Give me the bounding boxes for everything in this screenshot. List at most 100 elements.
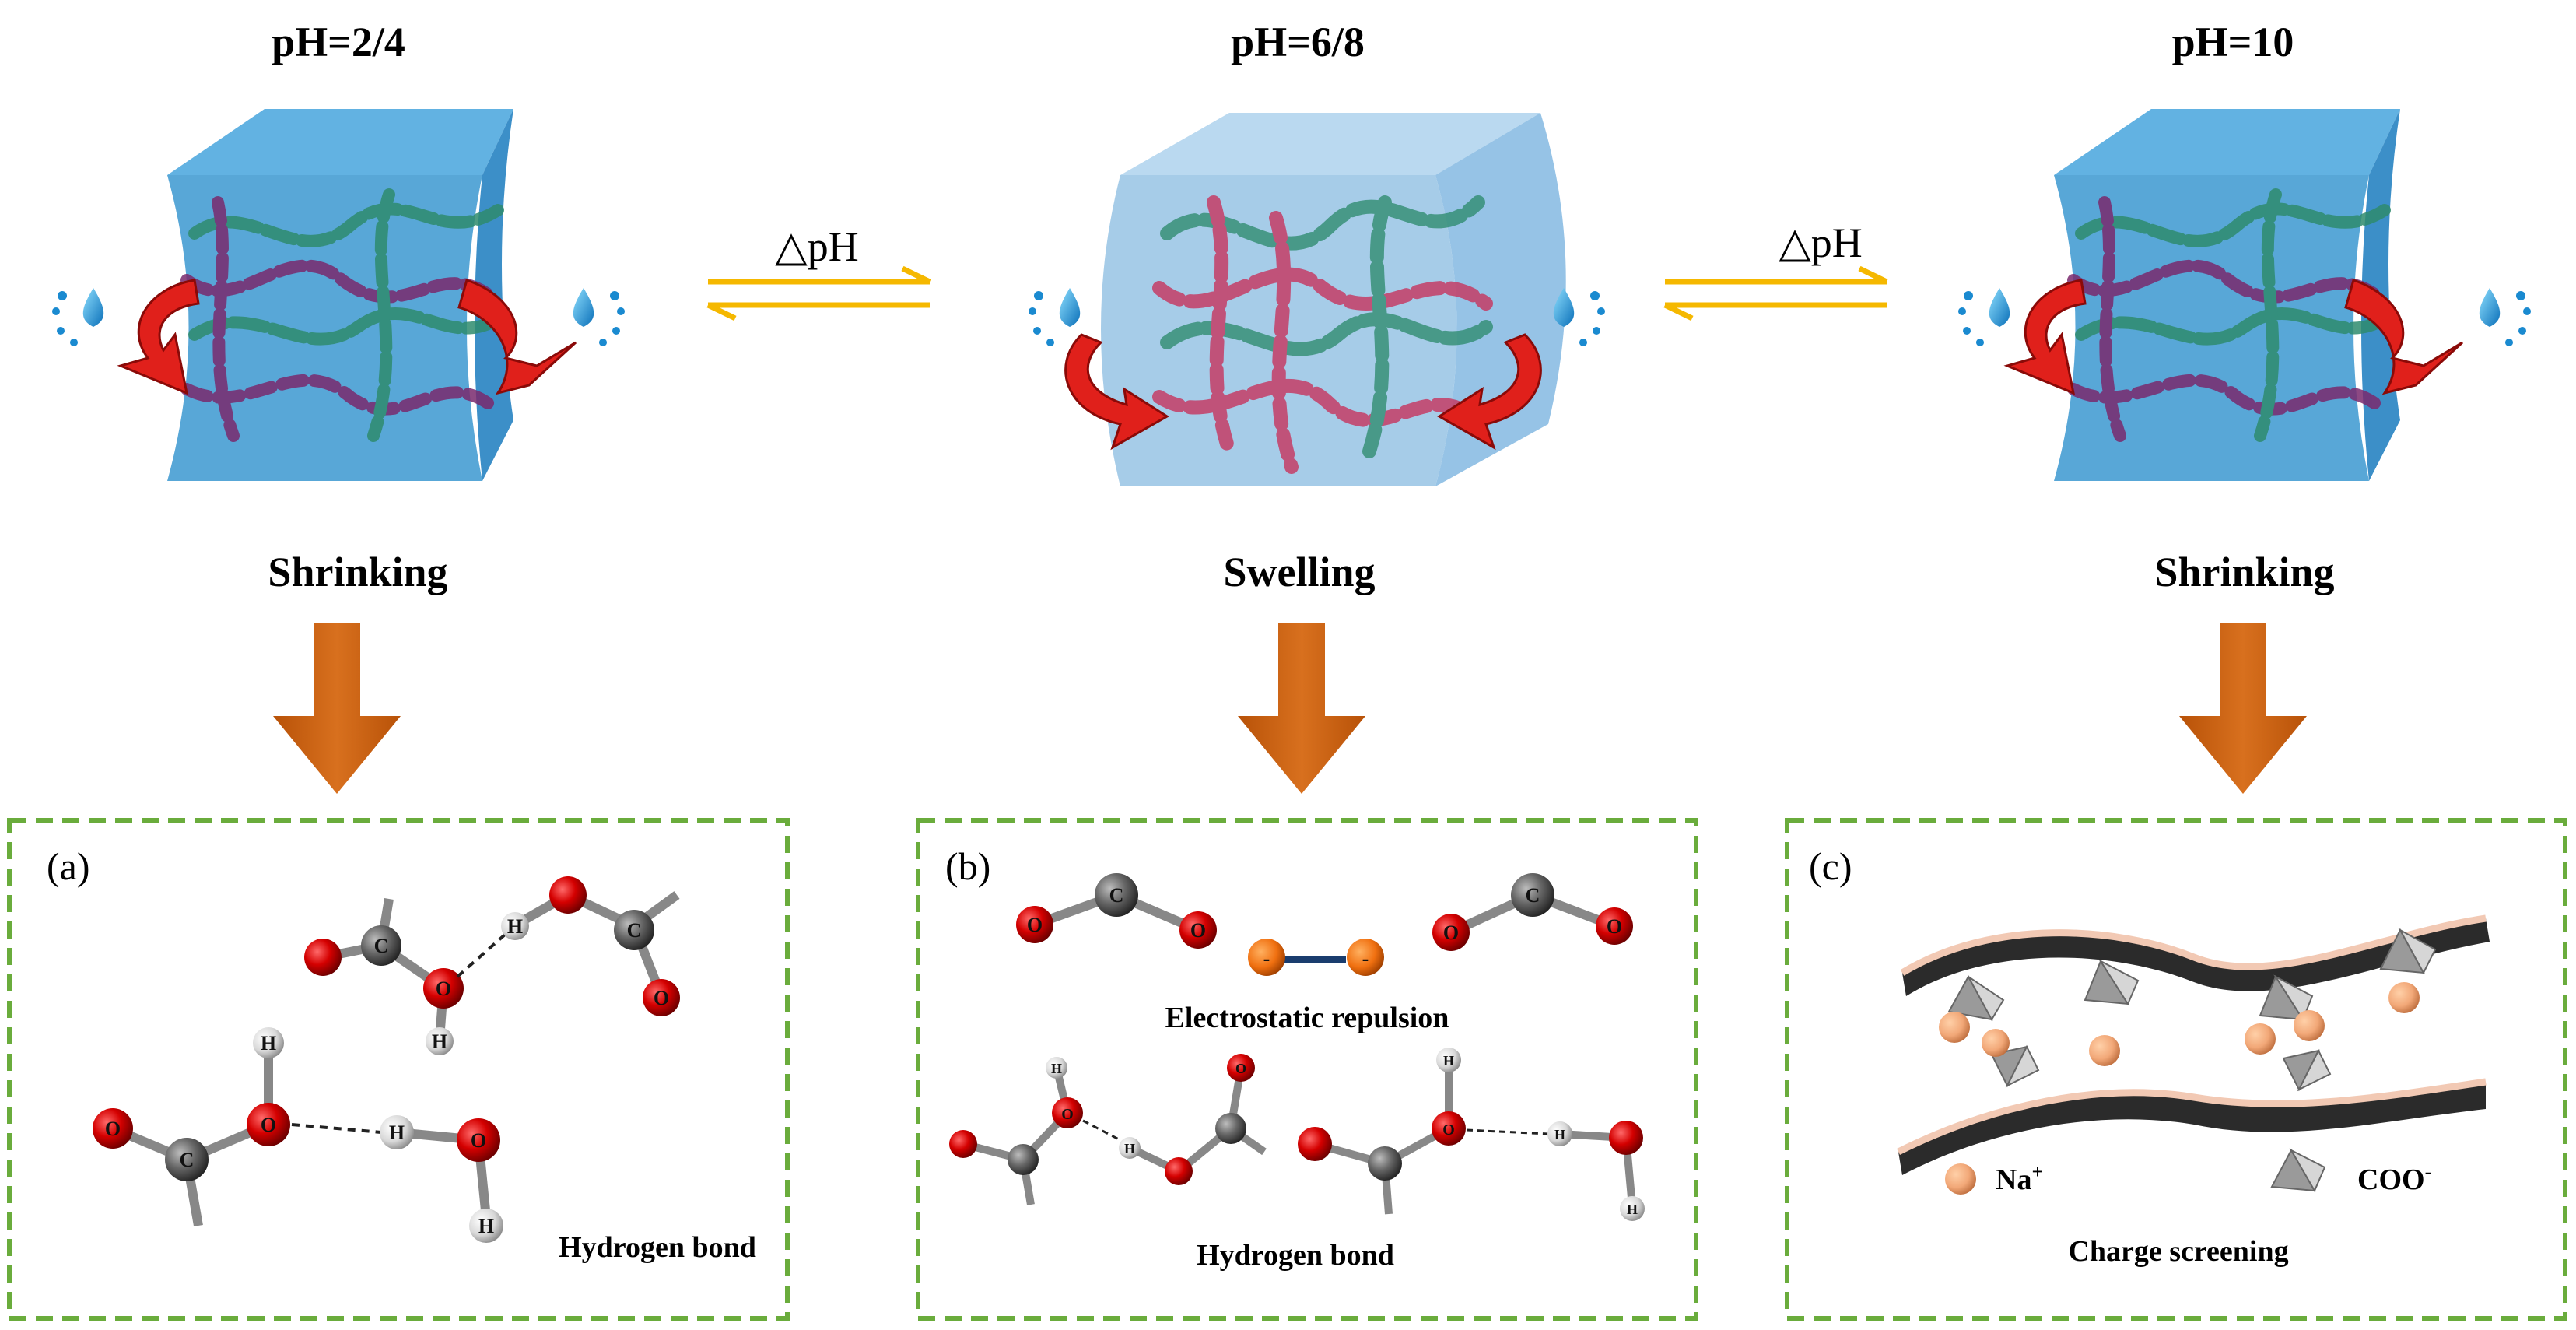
curved-arrow-out-icon [2344,279,2464,395]
curved-arrow-out-icon [457,279,577,395]
curved-arrow-in-icon [1437,333,1542,451]
atom-label: H [1443,1053,1454,1069]
legend-sodium: Na+ [1945,1160,2043,1196]
water-drop-icon [2479,288,2531,346]
atom-label: C [374,935,389,957]
panel-letter-a: (a) [47,844,90,888]
hydrogen-bond-label-a: Hydrogen bond [559,1231,756,1264]
carboxylate-group-icon [2259,974,2314,1022]
delta-ph-label: △pH [1779,219,1863,266]
panel-c: (c) [1785,818,2567,1321]
coo-label: COO [2357,1163,2425,1196]
atom-label: O [654,987,669,1009]
sodium-ion [2388,982,2420,1013]
charge-screening-label: Charge screening [2068,1235,2288,1268]
carboxylic-acid-molecule: O C O H [93,1027,290,1227]
sodium-ion [2245,1023,2276,1055]
atom-label: - [1263,947,1270,970]
shrunk-hydrogel-left [167,109,513,481]
panel-letter-b: (b) [945,844,990,888]
swollen-hydrogel [1101,113,1566,486]
sodium-ion [2294,1010,2325,1041]
water-drop-icon [1553,288,1605,346]
carboxylate-group-icon [2379,928,2437,975]
atom-label: O [261,1114,276,1136]
carboxylic-acid-molecule: O H [1298,1048,1466,1215]
atom-label: H [507,915,523,938]
negative-charge-repulsion: - - [1248,939,1384,976]
carboxylate-group-icon [2282,1048,2332,1092]
polymer-chains [2067,188,2391,442]
atom-label: H [478,1215,494,1237]
atom-label: C [1109,884,1124,907]
water-molecule: H H [1547,1121,1645,1221]
state-label-left: Shrinking [268,549,447,595]
curved-arrow-out-icon [117,279,200,395]
water-drop-icon [1029,288,1081,346]
carboxylic-acid-molecule: H O [1119,1054,1267,1185]
carboxylate-group-icon [1947,974,2005,1022]
atom-label: O [1607,915,1622,938]
panel-a: (a) C O H H C O [7,818,790,1321]
polymer-chains [180,188,504,442]
atom-label: H [1124,1141,1135,1156]
svg-text:COO-: COO- [2357,1160,2431,1196]
equilibrium-arrows-left: △pH [706,223,931,321]
atom-label: O [1027,914,1043,936]
curved-arrow-in-icon [1064,333,1169,451]
sodium-ion [2089,1035,2120,1066]
atom-label: H [389,1121,405,1144]
water-drop-icon [573,288,625,346]
atom-label: C [1526,884,1540,907]
sodium-ion [1982,1029,2010,1057]
state-label-right: Shrinking [2154,549,2334,595]
atom-label: H [261,1032,276,1055]
polymer-ribbon-upper [1900,914,2490,996]
atom-label: H [1554,1127,1565,1142]
delta-ph-label: △pH [775,223,859,270]
atom-label: H [1627,1202,1638,1217]
carboxylic-acid-molecule: O H [949,1057,1083,1205]
legend-carboxylate: COO- [2270,1148,2431,1196]
atom-label: O [1443,921,1459,944]
panel-b: (b) O C O - - O C O [916,818,1698,1321]
panel-letter-c: (c) [1809,844,1852,888]
atom-label: C [180,1149,195,1171]
condition-title-right: pH=10 [2172,19,2294,65]
atom-label: O [471,1129,486,1152]
curved-arrow-out-icon [2003,279,2087,395]
polymer-chains-expanded [1152,195,1493,474]
polymer-ribbon-lower [1896,1078,2487,1175]
atom-label: H [1051,1061,1062,1076]
down-arrow-right [2179,623,2307,794]
atom-label: O [1061,1106,1074,1123]
shrunk-hydrogel-right [2054,109,2400,481]
carboxylate-molecule: O C O [1432,873,1633,951]
hydrogen-bond-label-b: Hydrogen bond [1197,1239,1394,1272]
atom-label: O [1190,919,1206,942]
carboxylic-acid-molecule: C O H [304,898,464,1055]
down-arrow-middle [1238,623,1365,794]
atom-label: C [627,919,642,942]
condition-title-middle: pH=6/8 [1231,19,1365,65]
coo-superscript: - [2425,1160,2432,1183]
electrostatic-repulsion-label: Electrostatic repulsion [1165,1002,1449,1034]
atom-label: O [436,977,451,1000]
na-superscript: + [2031,1160,2043,1183]
carboxylate-group-icon [1990,1044,2040,1088]
state-label-middle: Swelling [1223,549,1375,595]
carboxylate-molecule: O C O [1016,873,1217,949]
atom-label: - [1362,947,1369,970]
down-arrow-left [273,623,401,794]
carboxylic-acid-molecule: H C O [501,876,680,1016]
atom-label: O [1442,1121,1455,1139]
water-drop-icon [1958,288,2010,346]
svg-text:Na+: Na+ [1996,1160,2043,1196]
water-molecule: H O H [380,1115,503,1243]
water-drop-icon [52,288,104,346]
atom-label: O [105,1118,121,1140]
na-label: Na [1996,1163,2031,1196]
atom-label: H [432,1030,447,1053]
atom-label: O [1235,1061,1246,1076]
condition-title-left: pH=2/4 [272,19,405,65]
